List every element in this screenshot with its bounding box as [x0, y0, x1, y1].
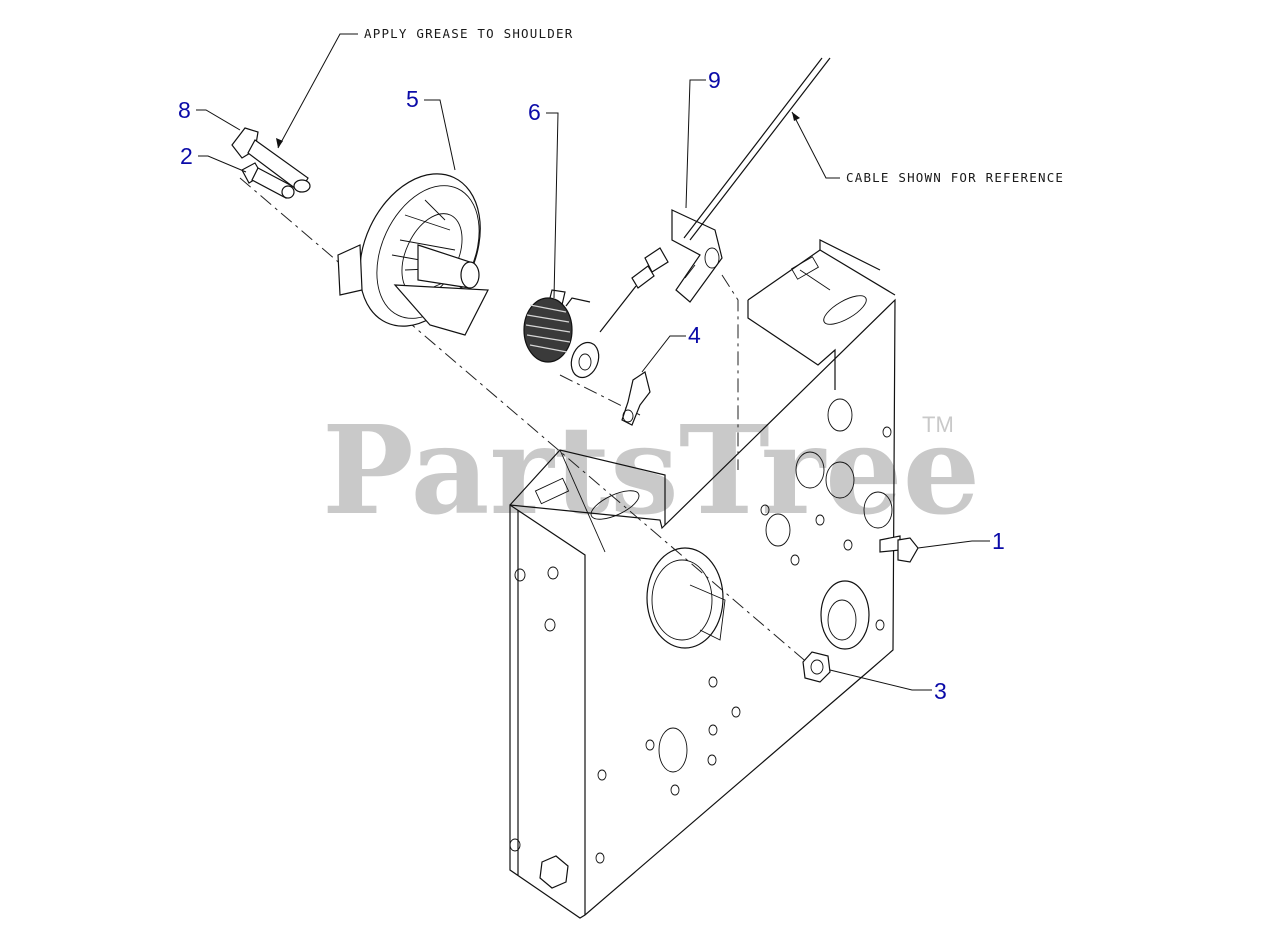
callout-label-2: 2: [180, 143, 193, 169]
side-plate: [509, 239, 896, 919]
note-apply-grease: APPLY GREASE TO SHOULDER: [276, 26, 573, 149]
callout-6: 6: [528, 99, 559, 299]
callout-label-8: 8: [178, 97, 191, 123]
note-cable-text: CABLE SHOWN FOR REFERENCE: [846, 170, 1064, 185]
note-grease-text: APPLY GREASE TO SHOULDER: [364, 26, 573, 41]
part-4-clip: [621, 371, 651, 426]
part-5-chute-wheel: [337, 173, 489, 336]
callout-label-6: 6: [528, 99, 541, 125]
callout-label-1: 1: [992, 528, 1005, 554]
watermark: PartsTree TM: [322, 398, 980, 542]
part-8-shoulder-bolt: [231, 127, 311, 193]
callout-5: 5: [406, 86, 456, 171]
part-9-bracket: [671, 209, 723, 303]
part-2-bolt: [241, 162, 295, 199]
assembly-centerline: [239, 177, 811, 666]
watermark-text: PartsTree: [322, 398, 980, 542]
callout-2: 2: [180, 143, 247, 173]
callout-1: 1: [917, 528, 1005, 554]
callout-label-3: 3: [934, 678, 947, 704]
callout-label-4: 4: [688, 322, 701, 348]
callout-8: 8: [178, 97, 241, 131]
part-1-bolt: [879, 535, 919, 563]
callout-4: 4: [641, 322, 701, 373]
callout-3: 3: [829, 669, 947, 704]
callout-label-5: 5: [406, 86, 419, 112]
trademark-mark: TM: [922, 412, 954, 437]
callout-label-9: 9: [708, 67, 721, 93]
part-3-nut: [802, 651, 831, 683]
note-cable-reference: CABLE SHOWN FOR REFERENCE: [791, 111, 1064, 185]
callout-9: 9: [685, 67, 721, 209]
cable: [570, 57, 831, 379]
part-6-torsion-spring: [523, 289, 591, 363]
